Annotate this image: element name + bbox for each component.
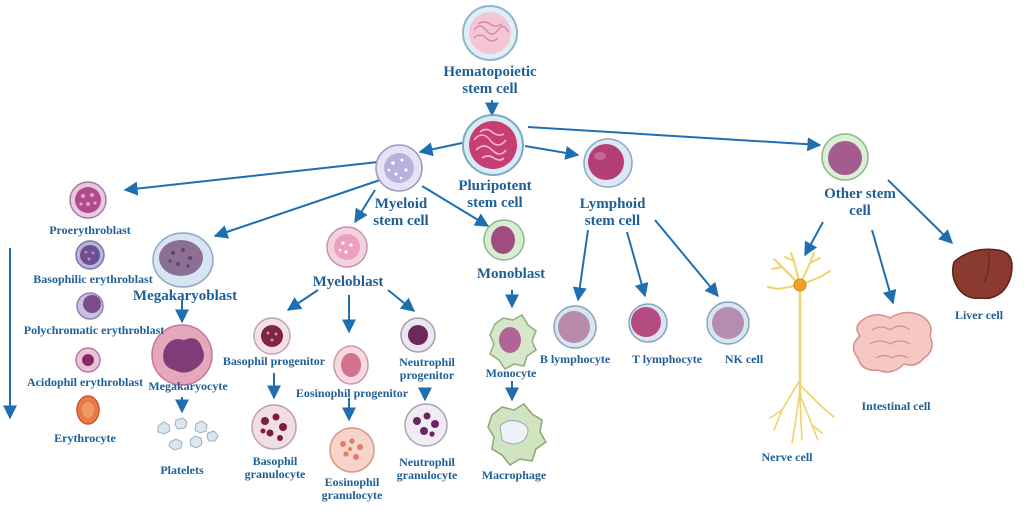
arrow-lymphoid-to-b-lymphocyte xyxy=(572,229,589,302)
polychromatic-erythroblast-icon xyxy=(76,292,104,320)
eosinophil-granulocyte-icon xyxy=(329,427,375,473)
macrophage-icon xyxy=(487,403,548,466)
intestinal-cell-icon xyxy=(852,311,933,373)
eosinophil-progenitor-icon xyxy=(333,345,369,385)
nerve-cell-label: Nerve cell xyxy=(761,450,813,464)
monoblast-label: Monoblast xyxy=(476,266,546,282)
basophil-progenitor-icon xyxy=(253,317,291,355)
megakaryocyte-label: Megakaryocyte xyxy=(148,379,228,393)
myeloid-stem-cell-label: Myeloid stem cell xyxy=(373,196,429,229)
basophil-granulocyte-icon xyxy=(251,404,297,450)
arrow-myeloblast-to-neutrophil-progenitor xyxy=(387,289,416,312)
myeloblast-label: Myeloblast xyxy=(312,274,384,290)
lymphoid-stem-cell-label: Lymphoid stem cell xyxy=(579,196,646,229)
erythrocyte-icon xyxy=(76,395,100,425)
liver-cell-label: Liver cell xyxy=(954,308,1004,322)
monocyte-label: Monocyte xyxy=(485,366,537,380)
liver-cell-icon xyxy=(951,248,1013,300)
arrow-pluripotent-to-lymphoid xyxy=(524,145,580,160)
basophil-granulocyte-label: Basophil granulocyte xyxy=(244,454,306,482)
macrophage-label: Macrophage xyxy=(481,468,547,482)
proerythroblast-icon xyxy=(69,181,107,219)
acidophil-erythroblast-icon xyxy=(75,347,101,373)
proerythroblast-label: Proerythroblast xyxy=(49,223,131,237)
arrow-lymphoid-to-t-lymphocyte xyxy=(626,231,649,298)
arrow-myeloblast-to-basophil-progenitor xyxy=(286,289,319,311)
nk-cell-icon xyxy=(706,301,750,345)
lymphoid-stem-cell-icon xyxy=(583,138,633,188)
megakaryocyte-icon xyxy=(151,324,213,386)
arrow-other-to-liver-cell xyxy=(887,179,953,244)
other-stem-cell-label: Other stem cell xyxy=(824,186,896,219)
pluripotent-stem-cell-label: Pluripotent stem cell xyxy=(458,178,532,211)
megakaryoblast-label: Megakaryoblast xyxy=(132,288,238,304)
neutrophil-granulocyte-label: Neutrophil granulocyte xyxy=(396,455,458,483)
acidophil-erythroblast-label: Acidophil erythroblast xyxy=(26,375,144,389)
neutrophil-progenitor-icon xyxy=(400,317,436,353)
polychromatic-erythroblast-label: Polychromatic erythroblast xyxy=(23,323,165,337)
arrows xyxy=(3,100,953,422)
arrow-lymphoid-to-nk-cell xyxy=(654,219,719,298)
arrow-myeloid-to-megakaryoblast xyxy=(213,179,381,239)
arrow-other-to-intestinal-cell xyxy=(871,229,897,305)
t-lymphocyte-label: T lymphocyte xyxy=(631,352,703,366)
eosinophil-progenitor-label: Eosinophil progenitor xyxy=(295,386,409,400)
neutrophil-progenitor-label: Neutrophil progenitor xyxy=(399,355,455,383)
basophilic-erythroblast-label: Basophilic erythroblast xyxy=(33,272,153,286)
platelets-label: Platelets xyxy=(160,463,204,477)
hematopoietic-stem-cell-icon xyxy=(462,5,518,61)
monocyte-icon xyxy=(489,313,537,370)
arrow-myeloid-to-proerythroblast xyxy=(123,161,379,196)
platelets-icon xyxy=(157,417,219,451)
pluripotent-stem-cell-icon xyxy=(462,114,524,176)
b-lymphocyte-icon xyxy=(553,305,597,349)
arrow-myeloid-to-myeloblast xyxy=(354,189,376,224)
intestinal-cell-label: Intestinal cell xyxy=(861,399,931,413)
myeloid-stem-cell-icon xyxy=(375,144,423,192)
neutrophil-granulocyte-icon xyxy=(404,403,448,447)
monoblast-icon xyxy=(483,219,525,261)
arrow-other-to-nerve-cell xyxy=(804,221,824,257)
myeloblast-icon xyxy=(326,226,368,268)
eosinophil-granulocyte-label: Eosinophil granulocyte xyxy=(321,475,383,503)
other-stem-cell-icon xyxy=(821,133,869,181)
basophilic-erythroblast-icon xyxy=(75,240,105,270)
nerve-cell-icon xyxy=(767,252,835,444)
nk-cell-label: NK cell xyxy=(724,352,764,366)
arrow-myeloid-to-monoblast xyxy=(421,185,490,227)
arrow-pluripotent-to-other xyxy=(527,126,822,152)
megakaryoblast-icon xyxy=(152,232,214,288)
erythrocyte-label: Erythrocyte xyxy=(54,431,116,445)
b-lymphocyte-label: B lymphocyte xyxy=(539,352,611,366)
arrow-pluripotent-to-myeloid xyxy=(418,142,463,157)
basophil-progenitor-label: Basophil progenitor xyxy=(222,354,326,368)
hematopoietic-stem-cell-label: Hematopoietic stem cell xyxy=(443,64,537,97)
t-lymphocyte-icon xyxy=(628,303,668,343)
